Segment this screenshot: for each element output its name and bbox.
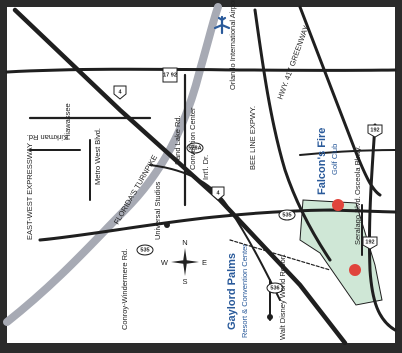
compass-w: W: [161, 258, 169, 267]
road-network: [5, 5, 397, 346]
intl-drive-road: [149, 164, 281, 301]
shield-us17-label: 17 92: [163, 72, 177, 78]
falcons-fire-marker[interactable]: [332, 199, 344, 211]
us-192-road: [367, 123, 397, 332]
compass-rose: N S E W: [161, 238, 207, 286]
shield-i4-b-label: 4: [216, 190, 220, 196]
osceola-road: [299, 149, 396, 156]
label-bee-line: BEE LINE EXPWY.: [248, 106, 257, 170]
conroy-windermere-road: [38, 208, 397, 242]
label-kirkman: Kirkman Rd.: [27, 133, 68, 142]
airplane-icon: [213, 15, 231, 35]
compass-s: S: [182, 277, 187, 286]
east-west-expressway-road: [5, 67, 397, 74]
shield-i4-a: 4: [113, 85, 127, 100]
shield-us17: 17 92: [162, 67, 178, 83]
label-airport: Orlando International Airport: [228, 0, 237, 90]
shield-us192-b-label: 192: [365, 239, 374, 245]
shield-i4-b: 4: [211, 186, 225, 201]
bee-line-road: [253, 8, 332, 262]
interstate-4-road: [12, 7, 348, 346]
label-falcons-fire: Falcon's Fire: [316, 128, 328, 195]
label-universal: Universal Studios: [153, 181, 162, 240]
label-sand-lake: Sand Lake Rd.: [173, 115, 182, 165]
label-gaylord-palms: Gaylord Palms: [226, 253, 238, 330]
gaylord-palms-marker[interactable]: [349, 264, 361, 276]
label-intl-dr: Int'l. Dr.: [201, 155, 210, 180]
shield-sr536: 536: [266, 282, 284, 294]
universal-dot: [164, 222, 170, 228]
shield-us192-a: 192: [367, 124, 383, 138]
shield-sr528-label: 528A: [188, 145, 201, 151]
shield-sr536-label: 536: [270, 285, 279, 291]
label-seralago: Seralago Blvd.: [353, 196, 362, 245]
label-gaylord-sub: Resort & Convention Center: [240, 244, 249, 338]
label-metro-west: Metro West Blvd.: [93, 128, 102, 185]
label-conroy-windermere: Conroy-Windermere Rd.: [120, 249, 129, 330]
label-osceola: Osceola Pkwy.: [353, 146, 362, 195]
gaylord-route-dashed: [229, 239, 331, 271]
disney-dot: [267, 314, 273, 320]
shield-i4-a-label: 4: [118, 89, 122, 95]
compass-e: E: [202, 258, 207, 267]
shield-sr535-a-label: 535: [140, 247, 149, 253]
label-convention-center: Convention Center: [188, 107, 197, 170]
label-golf-club: Golf Club: [330, 144, 339, 175]
shield-sr528: 528A: [186, 142, 204, 154]
shield-us192-b: 192: [362, 236, 378, 250]
floridas-turnpike-road: [3, 3, 222, 326]
label-east-west-expressway: EAST-WEST EXPRESSWAY: [25, 143, 34, 240]
shield-sr535-a: 535: [136, 244, 154, 256]
compass-n: N: [182, 238, 187, 247]
label-walt-disney: Walt Disney World Resort: [278, 254, 287, 340]
shield-us192-a-label: 192: [370, 127, 379, 133]
shield-sr535-b: 535: [278, 209, 296, 221]
label-hiawassee: Hiawassee: [63, 103, 72, 140]
shield-sr535-b-label: 535: [282, 212, 291, 218]
